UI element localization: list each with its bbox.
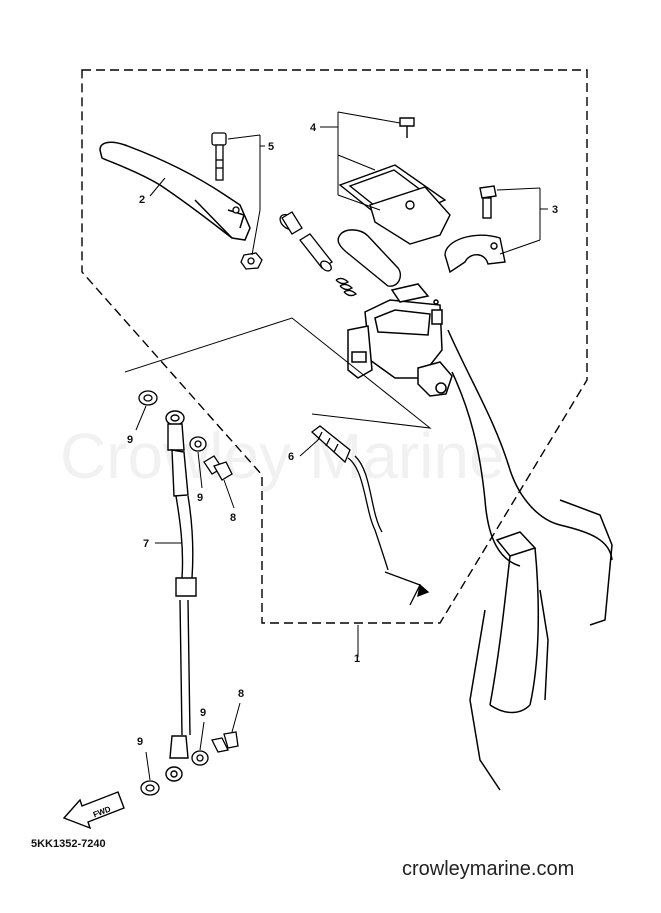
grip	[337, 229, 402, 287]
callout-1: 1	[354, 653, 360, 665]
washers	[138, 390, 209, 796]
brake-switch	[310, 425, 430, 606]
part-code: 5KK1352-7240	[31, 838, 106, 850]
callout-4: 4	[310, 122, 317, 134]
union-bolts	[203, 455, 239, 753]
fwd-arrow-icon: FWD	[62, 791, 125, 830]
callout-8-lower: 8	[238, 688, 244, 700]
website-label: crowleymarine.com	[402, 858, 575, 880]
callout-9-lower-left: 9	[137, 736, 143, 748]
callout-7: 7	[143, 538, 149, 550]
reservoir-cap	[338, 117, 451, 245]
callout-3: 3	[552, 204, 558, 216]
lever-nut	[240, 252, 263, 270]
watermark-text: Crowley Marine	[60, 420, 505, 492]
master-cylinder	[347, 283, 453, 397]
callout-9-lower-right: 9	[200, 707, 206, 719]
handlebar	[447, 329, 613, 791]
callout-2: 2	[139, 194, 145, 206]
callout-9-upper-right: 9	[197, 492, 203, 504]
callout-5: 5	[268, 141, 274, 153]
leader-lines	[135, 111, 548, 781]
handlebar-clamp	[444, 185, 506, 274]
callout-8-upper: 8	[230, 512, 236, 524]
brake-hose	[165, 410, 197, 782]
callout-9-upper-left: 9	[127, 434, 133, 446]
brake-lever	[99, 141, 251, 241]
piston-parts	[279, 211, 358, 297]
callout-6: 6	[288, 451, 294, 463]
assembly-outline	[81, 69, 588, 624]
switch-leader	[124, 317, 432, 429]
lever-bolt	[211, 132, 240, 214]
